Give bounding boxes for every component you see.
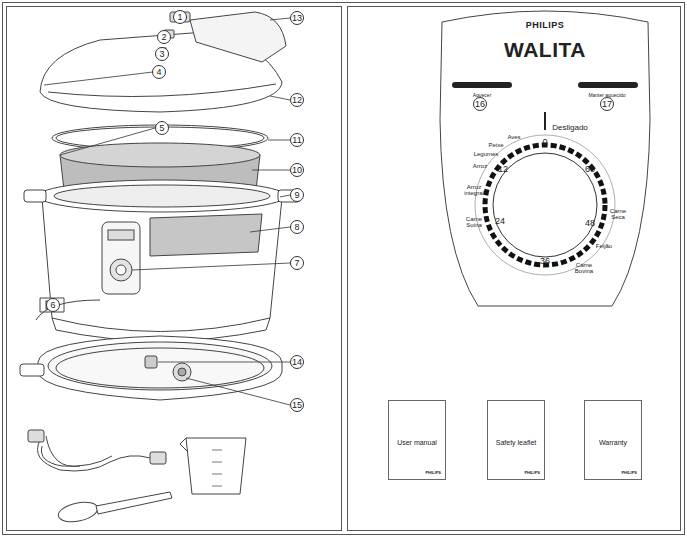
dial-program: Carne Seca: [604, 208, 632, 221]
callout-circle: 4: [152, 65, 166, 79]
callout-number: 7: [294, 259, 299, 268]
callout-circle: 13: [290, 11, 304, 25]
brand-name: PHILIPS: [425, 470, 441, 475]
dial-program: Feijão: [596, 243, 612, 249]
callout-circle: 11: [290, 133, 304, 147]
lid: [40, 12, 286, 112]
callout-circle: 14: [290, 355, 304, 369]
lid-underside: [20, 336, 282, 400]
dial-number: 36: [540, 257, 550, 266]
control-panel: [440, 11, 650, 306]
brand-name: PHILIPS: [524, 470, 540, 475]
callout-number: 10: [292, 166, 302, 175]
callout-number: 4: [156, 68, 161, 77]
right-panel: [348, 7, 681, 531]
booklet: WarrantyPHILIPS: [584, 400, 642, 480]
brand-logo: WALITA: [504, 39, 586, 61]
dial-number: 12: [498, 165, 508, 174]
cooker-body: [24, 180, 300, 341]
callout-number: 12: [292, 96, 302, 105]
booklet: User manualPHILIPS: [388, 400, 446, 480]
callout-number: 17: [602, 100, 612, 109]
outer-frame: [3, 3, 685, 535]
callout-number: 8: [294, 223, 299, 232]
svg-text:​: ​: [120, 167, 121, 173]
dial-program: Peixe: [488, 142, 503, 148]
condensation-collector: [36, 298, 100, 320]
callout-circle: 15: [290, 398, 304, 412]
dial-number: 60: [585, 165, 595, 174]
booklet: Safety leafletPHILIPS: [487, 400, 545, 480]
callout-number: 15: [292, 401, 302, 410]
callout-number: 1: [177, 13, 182, 22]
callout-circle: 8: [290, 220, 304, 234]
callout-number: 9: [294, 191, 299, 200]
brand-name: PHILIPS: [526, 21, 565, 30]
dial-program: Arroz: [473, 163, 487, 169]
dial-off-label: Desligado: [552, 124, 588, 132]
callout-number: 2: [161, 33, 166, 42]
dial-program: Aves: [507, 134, 520, 140]
booklet-title: User manual: [389, 439, 445, 446]
measuring-cup: [180, 438, 246, 494]
callout-circle: 17: [600, 97, 614, 111]
callout-circle: 5: [155, 121, 169, 135]
button-label: Aquecer: [473, 93, 492, 98]
dial-number: 0: [542, 138, 547, 147]
button-label: Manter aquecido: [588, 93, 625, 98]
booklet-title: Safety leaflet: [488, 439, 544, 446]
callout-circle: 16: [473, 97, 487, 111]
power-cord: [28, 430, 166, 471]
callout-number: 5: [159, 124, 164, 133]
callout-number: 3: [159, 50, 164, 59]
callout-number: 6: [50, 301, 55, 310]
dial-program: Carne Bovina: [570, 262, 598, 275]
booklet-title: Warranty: [585, 439, 641, 446]
dial-program: Carne Suína: [460, 216, 488, 229]
callout-circle: 2: [157, 30, 171, 44]
dial-number: 24: [495, 217, 505, 226]
callout-number: 11: [292, 136, 301, 145]
callout-circle: 1: [173, 10, 187, 24]
callout-circle: 7: [290, 256, 304, 270]
callout-number: 14: [292, 358, 302, 367]
callout-number: 13: [292, 14, 302, 23]
rice-spoon: [57, 492, 172, 525]
left-panel: [7, 7, 342, 531]
callout-circle: 6: [46, 298, 60, 312]
callout-circle: 12: [290, 93, 304, 107]
brand-name: PHILIPS: [621, 470, 637, 475]
dial-program: Arroz integral: [460, 184, 488, 197]
callout-circle: 9: [290, 188, 304, 202]
callout-number: 16: [475, 100, 485, 109]
dial-number: 48: [585, 219, 595, 228]
dial-program: Legumes: [474, 151, 499, 157]
callout-circle: 10: [290, 163, 304, 177]
callout-circle: 3: [155, 47, 169, 61]
